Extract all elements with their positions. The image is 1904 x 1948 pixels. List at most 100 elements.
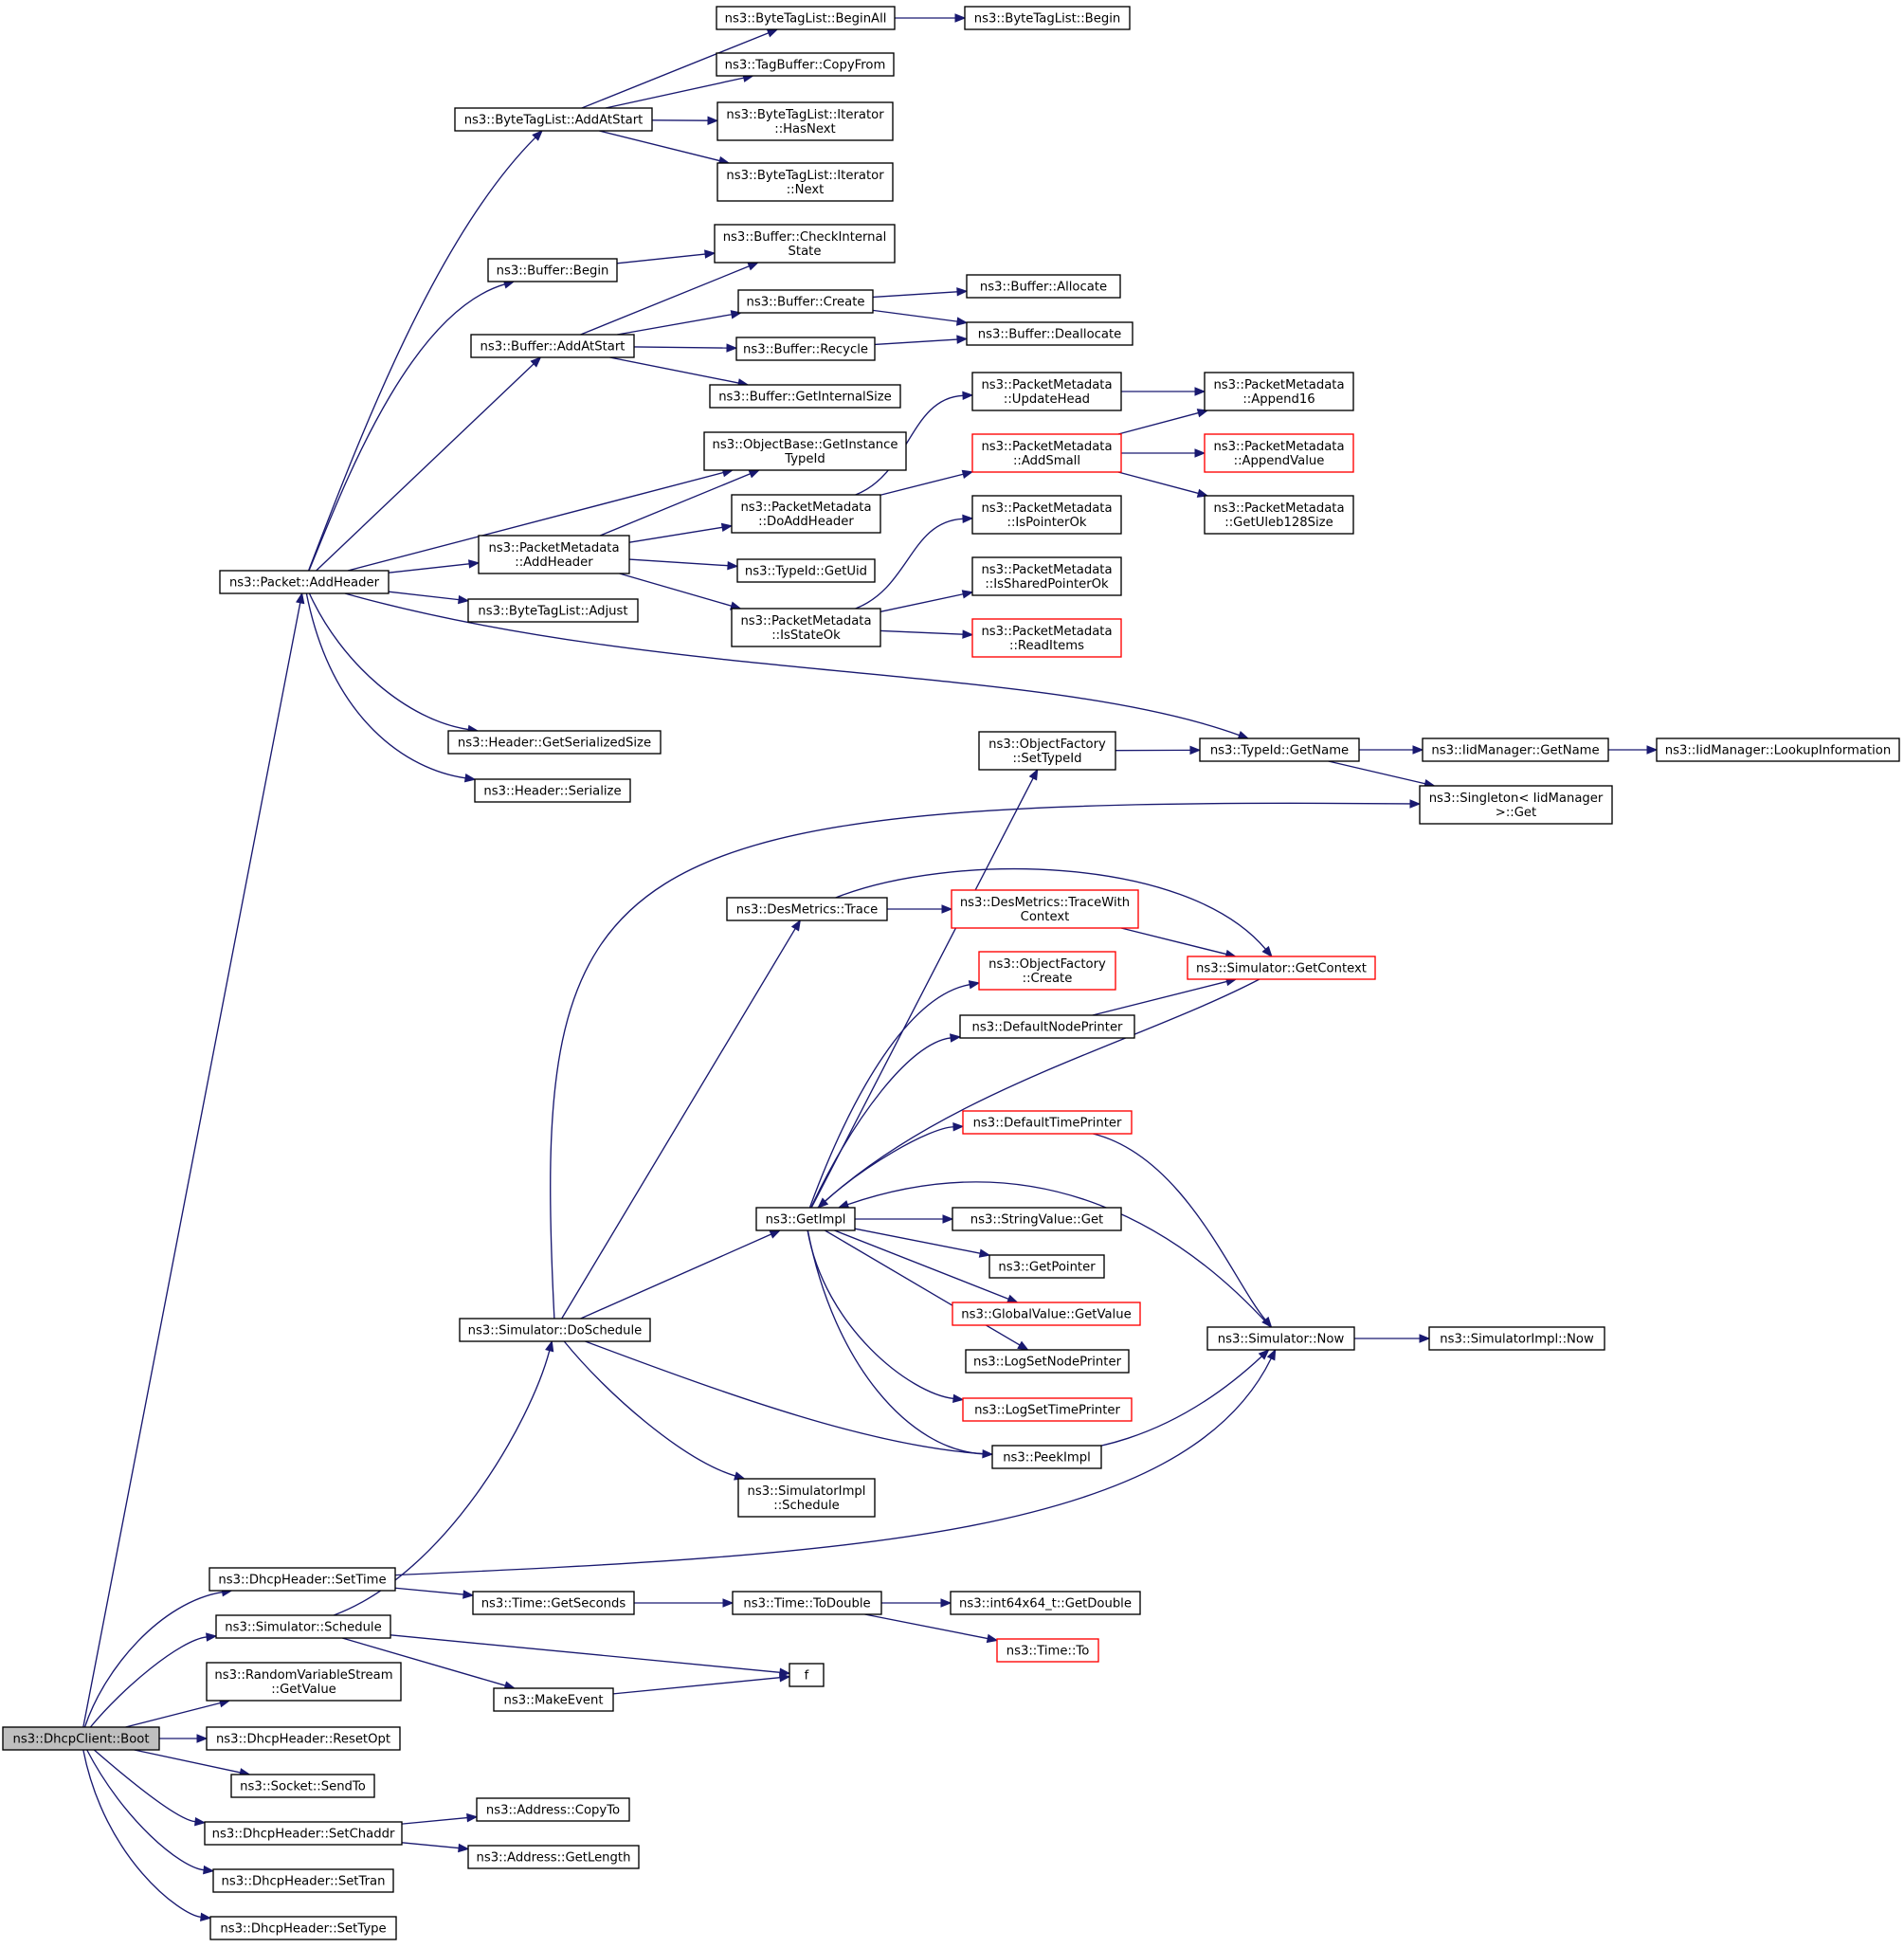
node-dh_setchaddr[interactable]: ns3::DhcpHeader::SetChaddr <box>204 1821 403 1846</box>
arrowhead-icon <box>779 1673 791 1683</box>
node-pm_addsmall[interactable]: ns3::PacketMetadata::AddSmall <box>971 433 1122 473</box>
edge-boot-to-rvs_getvalue <box>125 1699 231 1728</box>
node-i64_getdouble[interactable]: ns3::int64x64_t::GetDouble <box>950 1591 1141 1615</box>
node-pm_ispointerok[interactable]: ns3::PacketMetadata::IsPointerOk <box>971 495 1122 535</box>
node-tb_copyfrom[interactable]: ns3::TagBuffer::CopyFrom <box>716 52 895 77</box>
node-label: ns3::DhcpClient::Boot <box>12 1733 149 1747</box>
node-of_create[interactable]: ns3::ObjectFactory::Create <box>978 951 1116 991</box>
node-pm_addheader[interactable]: ns3::PacketMetadata::AddHeader <box>478 535 630 574</box>
node-btli_hasnext[interactable]: ns3::ByteTagList::Iterator::HasNext <box>716 101 894 141</box>
node-iid_getname[interactable]: ns3::IidManager::GetName <box>1422 737 1609 762</box>
node-simimpl_now[interactable]: ns3::SimulatorImpl::Now <box>1428 1326 1605 1351</box>
node-peekimpl[interactable]: ns3::PeekImpl <box>991 1445 1102 1469</box>
node-def_nodeprinter[interactable]: ns3::DefaultNodePrinter <box>959 1014 1135 1039</box>
node-sv_get[interactable]: ns3::StringValue::Get <box>952 1207 1122 1231</box>
node-tid_getname[interactable]: ns3::TypeId::GetName <box>1199 737 1360 762</box>
node-iid_lookup[interactable]: ns3::IidManager::LookupInformation <box>1656 737 1900 762</box>
node-dh_settime[interactable]: ns3::DhcpHeader::SetTime <box>209 1567 396 1592</box>
node-logsetnp[interactable]: ns3::LogSetNodePrinter <box>965 1349 1130 1374</box>
arrowhead-icon <box>704 249 716 259</box>
arrowhead-icon <box>941 904 953 914</box>
node-label: ns3::TypeId::GetName <box>1210 744 1349 758</box>
edge-sim_now-to-simimpl_now <box>1354 1334 1431 1343</box>
edge-pm_isstateok-to-pm_issharedpok <box>879 590 974 612</box>
node-btli_next[interactable]: ns3::ByteTagList::Iterator::Next <box>716 162 894 202</box>
node-buf_recycle[interactable]: ns3::Buffer::Recycle <box>735 337 876 361</box>
node-label: ns3::PacketMetadata <box>1213 501 1344 516</box>
node-pm_append16[interactable]: ns3::PacketMetadata::Append16 <box>1204 372 1354 411</box>
node-pm_isstateok[interactable]: ns3::PacketMetadata::IsStateOk <box>731 608 881 647</box>
node-label: ns3::ByteTagList::Iterator <box>726 169 884 183</box>
node-buf_getis[interactable]: ns3::Buffer::GetInternalSize <box>709 384 901 409</box>
arrowhead-icon <box>545 1339 554 1353</box>
node-def_timeprinter[interactable]: ns3::DefaultTimePrinter <box>962 1110 1133 1135</box>
node-of_settypeid[interactable]: ns3::ObjectFactory::SetTypeId <box>978 731 1116 771</box>
node-sock_sendto[interactable]: ns3::Socket::SendTo <box>230 1774 375 1798</box>
node-dh_settype[interactable]: ns3::DhcpHeader::SetType <box>209 1916 397 1940</box>
node-btl_adjust[interactable]: ns3::ByteTagList::Adjust <box>467 598 639 623</box>
node-btl_beginall[interactable]: ns3::ByteTagList::BeginAll <box>716 6 896 30</box>
node-pm_doaddheader[interactable]: ns3::PacketMetadata::DoAddHeader <box>731 494 881 534</box>
node-time_getseconds[interactable]: ns3::Time::GetSeconds <box>472 1591 635 1615</box>
node-dh_settran[interactable]: ns3::DhcpHeader::SetTran <box>212 1868 394 1893</box>
node-btl_addatstart[interactable]: ns3::ByteTagList::AddAtStart <box>454 107 653 132</box>
node-p_addheader[interactable]: ns3::Packet::AddHeader <box>219 570 390 594</box>
edge-getimpl-to-logsettp <box>807 1229 965 1404</box>
node-boot[interactable]: ns3::DhcpClient::Boot <box>2 1726 160 1751</box>
node-addr_copyto[interactable]: ns3::Address::CopyTo <box>476 1797 630 1822</box>
node-tid_getuid[interactable]: ns3::TypeId::GetUid <box>736 558 876 583</box>
node-buf_deallocate[interactable]: ns3::Buffer::Deallocate <box>966 321 1133 346</box>
node-sim_schedule[interactable]: ns3::Simulator::Schedule <box>215 1614 391 1639</box>
node-btl_begin[interactable]: ns3::ByteTagList::Begin <box>964 6 1131 30</box>
node-pm_updatehead[interactable]: ns3::PacketMetadata::UpdateHead <box>971 372 1122 411</box>
node-pm_issharedpok[interactable]: ns3::PacketMetadata::IsSharedPointerOk <box>971 556 1122 596</box>
edge-btl_addatstart-to-btli_next <box>599 130 731 166</box>
edge-pm_doaddheader-to-pm_addsmall <box>879 469 974 496</box>
node-sim_getcontext[interactable]: ns3::Simulator::GetContext <box>1187 956 1376 980</box>
node-getpointer[interactable]: ns3::GetPointer <box>988 1254 1105 1279</box>
edge-boot-to-dh_settime <box>83 1587 233 1728</box>
node-buf_begin[interactable]: ns3::Buffer::Begin <box>487 258 618 282</box>
node-box <box>978 731 1116 771</box>
node-label: ::ReadItems <box>1009 639 1084 653</box>
edge-pm_isstateok-to-pm_ispointerok <box>855 514 974 610</box>
node-sim_doschedule[interactable]: ns3::Simulator::DoSchedule <box>459 1318 651 1342</box>
node-addr_getlength[interactable]: ns3::Address::GetLength <box>467 1845 640 1869</box>
node-simimpl_schedule[interactable]: ns3::SimulatorImpl::Schedule <box>737 1478 876 1518</box>
node-hdr_getsersize[interactable]: ns3::Header::GetSerializedSize <box>447 730 662 755</box>
node-box <box>206 1662 402 1702</box>
node-label: ::Append16 <box>1242 392 1315 407</box>
node-box <box>991 1445 1102 1469</box>
node-logsettp[interactable]: ns3::LogSetTimePrinter <box>962 1397 1133 1422</box>
node-pm_getuleb[interactable]: ns3::PacketMetadata::GetUleb128Size <box>1204 495 1354 535</box>
node-label: ns3::ByteTagList::Iterator <box>726 108 884 122</box>
node-makeevent[interactable]: ns3::MakeEvent <box>493 1687 614 1712</box>
node-time_to[interactable]: ns3::Time::To <box>996 1638 1099 1663</box>
node-rvs_getvalue[interactable]: ns3::RandomVariableStream::GetValue <box>206 1662 402 1702</box>
node-dm_trace[interactable]: ns3::DesMetrics::Trace <box>726 897 888 921</box>
node-time_todouble[interactable]: ns3::Time::ToDouble <box>732 1591 882 1615</box>
node-box <box>703 431 907 471</box>
node-pm_readitems[interactable]: ns3::PacketMetadata::ReadItems <box>971 618 1122 658</box>
node-hdr_serialize[interactable]: ns3::Header::Serialize <box>474 778 631 803</box>
edge-boot-to-sock_sendto <box>134 1749 251 1777</box>
node-dh_resetopt[interactable]: ns3::DhcpHeader::ResetOpt <box>206 1726 401 1751</box>
edge-dh_settime-to-time_getseconds <box>394 1587 475 1599</box>
arrowhead-icon <box>466 1812 479 1823</box>
node-buf_create[interactable]: ns3::Buffer::Create <box>737 289 874 314</box>
node-buf_allocate[interactable]: ns3::Buffer::Allocate <box>966 274 1121 299</box>
node-getimpl[interactable]: ns3::GetImpl <box>755 1207 856 1231</box>
edge-sim_doschedule-to-sim_now <box>585 1340 1270 1456</box>
node-singleton_get[interactable]: ns3::Singleton< IidManager>::Get <box>1419 785 1613 825</box>
arrowhead-icon <box>940 1598 952 1608</box>
node-pm_appendvalue[interactable]: ns3::PacketMetadata::AppendValue <box>1204 433 1354 473</box>
node-f[interactable]: f <box>789 1663 825 1687</box>
node-gv_getvalue[interactable]: ns3::GlobalValue::GetValue <box>952 1302 1141 1326</box>
node-buf_addatstart[interactable]: ns3::Buffer::AddAtStart <box>470 334 635 358</box>
node-label: ns3::Address::CopyTo <box>486 1804 620 1818</box>
node-sim_now[interactable]: ns3::Simulator::Now <box>1206 1326 1355 1351</box>
